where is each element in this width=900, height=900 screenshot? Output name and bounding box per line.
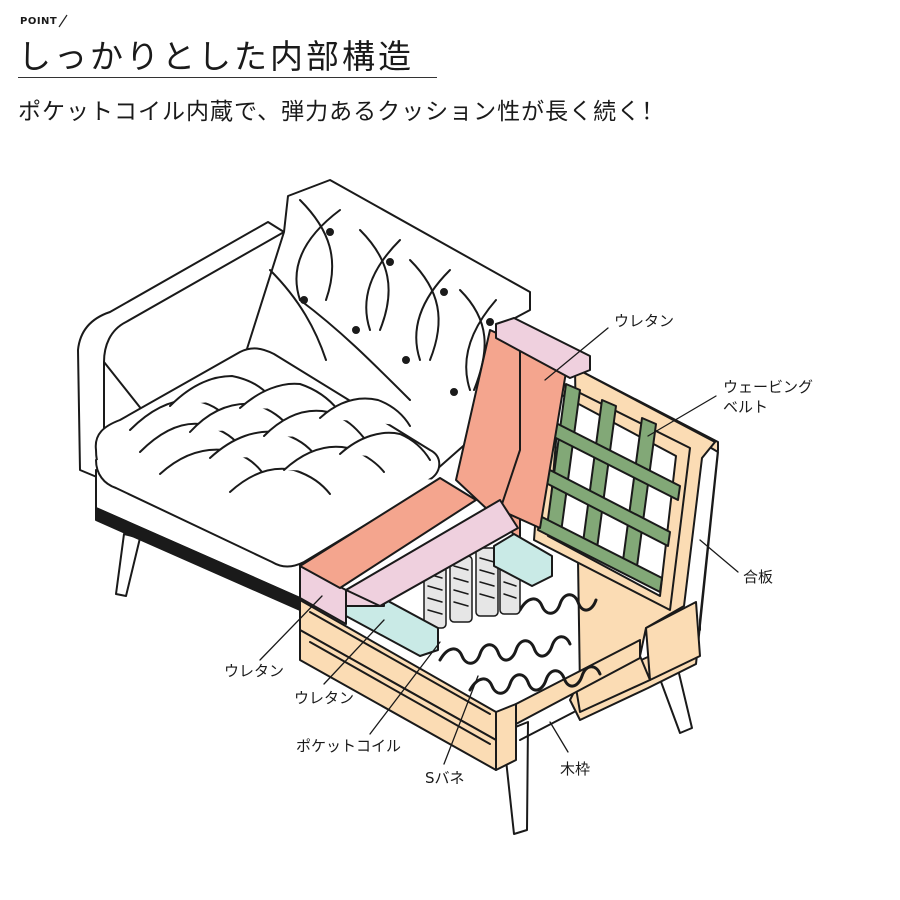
seat-wood-frame xyxy=(299,599,641,771)
label-plywood: 合板 xyxy=(743,568,774,586)
point-slash-icon xyxy=(58,14,68,28)
label-s-spring: Sバネ xyxy=(425,769,465,787)
label-webbing-belt-line2: ベルト xyxy=(723,398,769,416)
s-springs xyxy=(438,593,602,695)
label-webbing-belt-line1: ウェービング xyxy=(723,378,814,396)
label-urethane-seat-top: ウレタン xyxy=(224,662,285,680)
label-urethane-back: ウレタン xyxy=(614,312,675,330)
leader-lines xyxy=(259,327,739,765)
point-tag: POINT xyxy=(20,16,58,27)
back-urethane xyxy=(455,317,591,541)
label-wood-frame: 木枠 xyxy=(560,760,591,778)
seat-urethane-top xyxy=(299,477,519,625)
page-subtitle: ポケットコイル内蔵で、弾力あるクッション性が長く続く！ xyxy=(18,99,666,125)
page-title: しっかりとした内部構造 xyxy=(18,37,414,76)
label-urethane-seat-bottom: ウレタン xyxy=(294,689,355,707)
title-divider xyxy=(18,77,437,78)
label-pocket-coil: ポケットコイル xyxy=(296,737,402,755)
seat-cushion xyxy=(94,347,441,568)
